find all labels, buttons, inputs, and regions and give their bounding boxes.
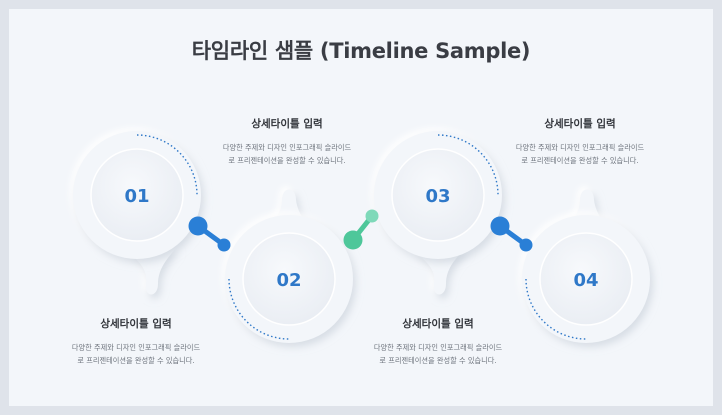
connector-03-04 [490, 216, 533, 252]
step-03-circle-tail [412, 248, 466, 295]
step-04-heading: 상세타이틀 입력 [544, 118, 616, 130]
page-title: 타임라인 샘플 (Timeline Sample) [191, 39, 531, 63]
step-01-inner-circle [90, 148, 184, 242]
step-02-node: 02 [225, 189, 353, 343]
step-01-number: 01 [124, 186, 149, 207]
step-03-inner-circle [391, 148, 485, 242]
connector-01-02 [188, 216, 231, 252]
step-04-number: 04 [573, 270, 598, 291]
step-03-number: 03 [425, 186, 450, 207]
step-04-inner-circle [539, 232, 633, 326]
step-04-node: 04 [522, 189, 650, 343]
step-03-node: 03 [374, 131, 502, 295]
step-02-heading: 상세타이틀 입력 [251, 118, 323, 130]
step-03-heading: 상세타이틀 입력 [402, 318, 474, 330]
step-02-inner-circle [242, 232, 336, 326]
connector-02-03 [343, 209, 379, 250]
step-01-circle-tail [126, 248, 176, 295]
step-02-number: 02 [276, 270, 301, 291]
step-01-node: 01 [73, 131, 201, 295]
step-01-heading: 상세타이틀 입력 [100, 318, 172, 330]
